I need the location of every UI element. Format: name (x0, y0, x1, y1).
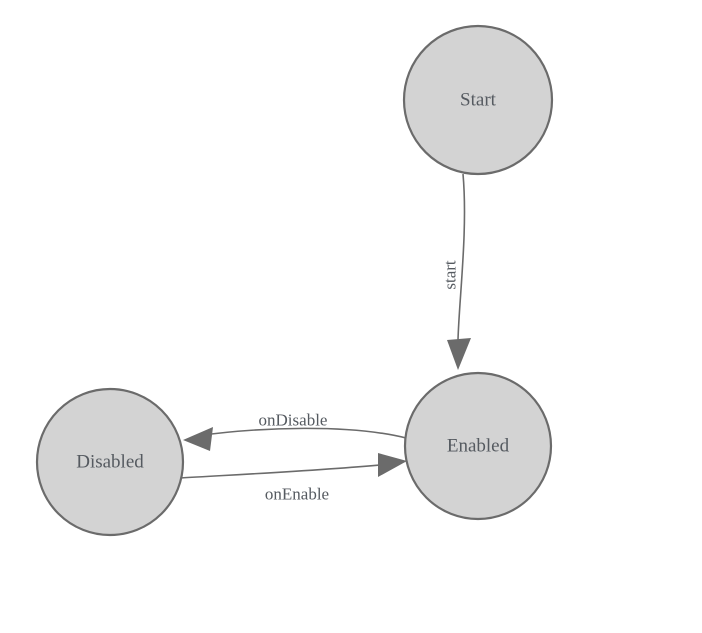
node-disabled-circle (35, 387, 185, 537)
node-start-circle (402, 24, 554, 176)
edge-label-start: start (441, 260, 460, 290)
edge-disabled-to-enabled-path (179, 463, 391, 479)
edge-label-onDisable: onDisable (259, 411, 328, 430)
edge-enabled-to-disabled-path (195, 427, 407, 439)
node-enabled-label: Enabled (447, 436, 510, 457)
node-enabled[interactable]: Enabled (403, 371, 553, 521)
edge-start-to-enabled-path (457, 173, 466, 341)
node-start[interactable]: Start (402, 24, 554, 176)
edge-disabled-to-enabled[interactable]: onEnable (179, 453, 407, 504)
arrowhead-into-disabled (183, 427, 213, 451)
arrowhead-into-enabled-from-disabled (378, 453, 407, 477)
node-enabled-circle (403, 371, 553, 521)
arrowhead-into-enabled-from-start (447, 338, 471, 370)
edge-label-onEnable: onEnable (265, 485, 329, 504)
edge-start-to-enabled[interactable]: start (441, 173, 472, 370)
node-disabled-label: Disabled (76, 452, 144, 473)
node-start-label: Start (460, 90, 497, 111)
edge-enabled-to-disabled[interactable]: onDisable (183, 411, 407, 452)
node-disabled[interactable]: Disabled (35, 387, 185, 537)
